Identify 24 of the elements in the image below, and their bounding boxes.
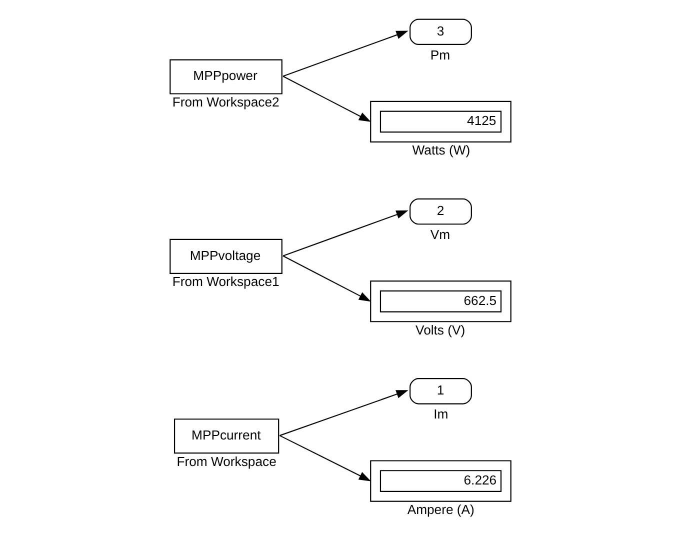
arrow bbox=[282, 255, 370, 302]
node-label: Ampere (A) bbox=[406, 502, 474, 518]
arrow bbox=[282, 210, 408, 256]
node-box: 662.5 bbox=[370, 280, 511, 322]
node-label: From Workspace bbox=[176, 454, 276, 469]
arrow bbox=[279, 390, 408, 436]
arrow bbox=[278, 435, 371, 482]
node-label: From Workspace2 bbox=[172, 94, 279, 110]
node-box: 4125 bbox=[370, 100, 511, 143]
node-box: 2 bbox=[409, 198, 472, 225]
node-box: MPPcurrent bbox=[173, 418, 279, 454]
node-box: 3 bbox=[409, 18, 472, 46]
node-box: 1 bbox=[409, 378, 472, 404]
node-label: Volts (V) bbox=[415, 322, 465, 338]
node-label: Watts (W) bbox=[412, 142, 470, 158]
node-box: 6.226 bbox=[370, 460, 511, 502]
node-label: Pm bbox=[430, 47, 450, 62]
node-box: MPPpower bbox=[169, 59, 282, 94]
node-label: From Workspace1 bbox=[172, 274, 279, 290]
arrow bbox=[282, 30, 408, 77]
node-label: Im bbox=[433, 406, 448, 422]
arrow bbox=[282, 76, 370, 122]
node-label: Vm bbox=[430, 227, 450, 242]
node-box: MPPvoltage bbox=[169, 238, 282, 274]
